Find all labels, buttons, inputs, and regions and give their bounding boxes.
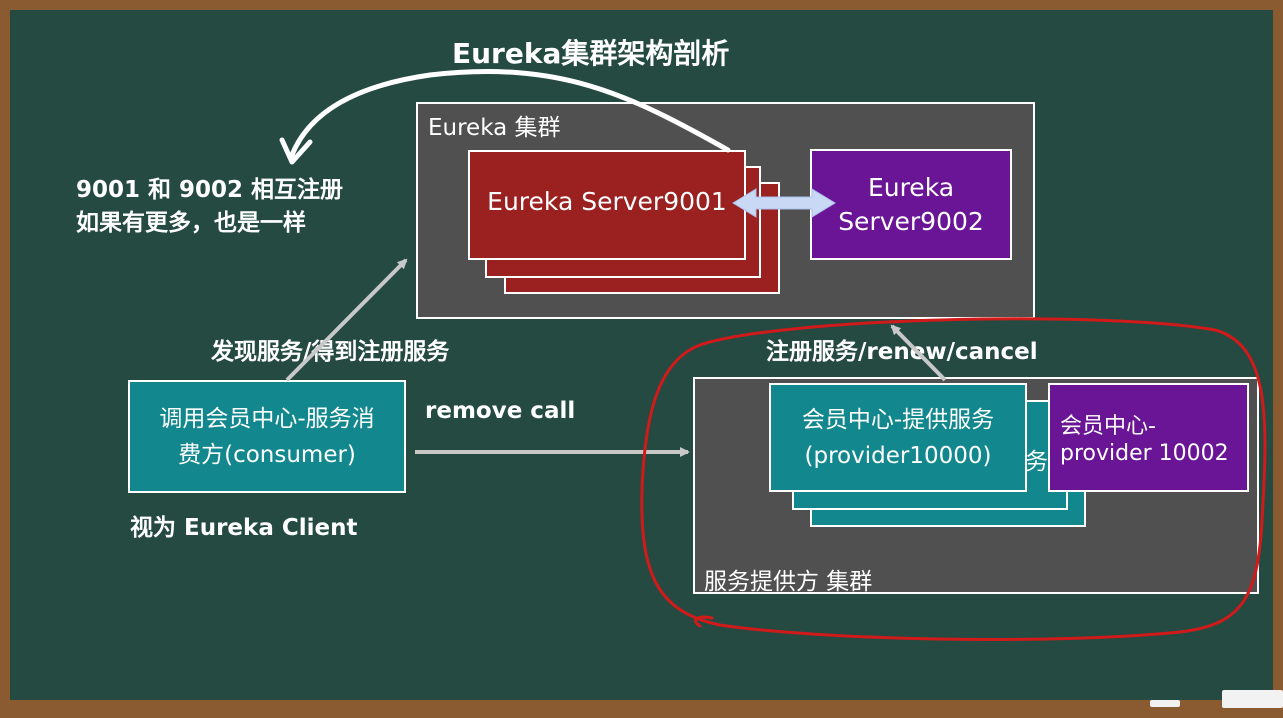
chalk-piece-small <box>1150 700 1180 707</box>
server-9002-label-line2: Server9002 <box>838 206 984 236</box>
discover-service-arrow <box>285 258 408 382</box>
provider-10000-label-line1: 会员中心-提供服务 <box>801 406 995 433</box>
register-service-arrow <box>890 324 947 382</box>
server-9002-box: Eureka Server9002 <box>810 149 1012 260</box>
server-9001-label: Eureka Server9001 <box>487 186 727 216</box>
server-9002-label-line1: Eureka <box>867 172 955 202</box>
discover-service-label: 发现服务/得到注册服务 <box>211 339 450 365</box>
provider-cluster-label: 服务提供方 集群 <box>704 569 873 595</box>
consumer-label-line1: 调用会员中心-服务消 <box>159 405 375 432</box>
chalk-eraser <box>1222 690 1283 708</box>
server-sync-double-arrow <box>732 188 836 218</box>
provider-10000-label-line2: (provider10000) <box>804 442 992 469</box>
mutual-register-note-line2: 如果有更多，也是一样 <box>76 210 306 236</box>
mutual-register-note-line1: 9001 和 9002 相互注册 <box>76 177 344 203</box>
eureka-cluster-label: Eureka 集群 <box>428 115 561 141</box>
remote-call-label: remove call <box>425 398 576 424</box>
provider-10002-label-line2: provider 10002 <box>1060 441 1229 466</box>
provider-hidden-fragment: 务 <box>1025 449 1048 475</box>
consumer-box: 调用会员中心-服务消 费方(consumer) <box>128 380 406 493</box>
provider-10000-box: 会员中心-提供服务 (provider10000) <box>769 383 1027 492</box>
consumer-caption: 视为 Eureka Client <box>130 515 358 541</box>
provider-10002-label-line1: 会员中心- <box>1060 414 1156 439</box>
mutual-register-arrowhead <box>279 137 313 165</box>
consumer-label-line2: 费方(consumer) <box>178 441 356 468</box>
register-renew-cancel-label: 注册服务/renew/cancel <box>766 339 1038 365</box>
diagram-title: Eureka集群架构剖析 <box>452 37 730 70</box>
mutual-register-curve-arrow <box>289 69 731 158</box>
provider-10002-box: 会员中心- provider 10002 <box>1048 383 1249 492</box>
server-9001-box: Eureka Server9001 <box>468 150 746 260</box>
provider-cluster-highlight <box>640 317 1267 641</box>
